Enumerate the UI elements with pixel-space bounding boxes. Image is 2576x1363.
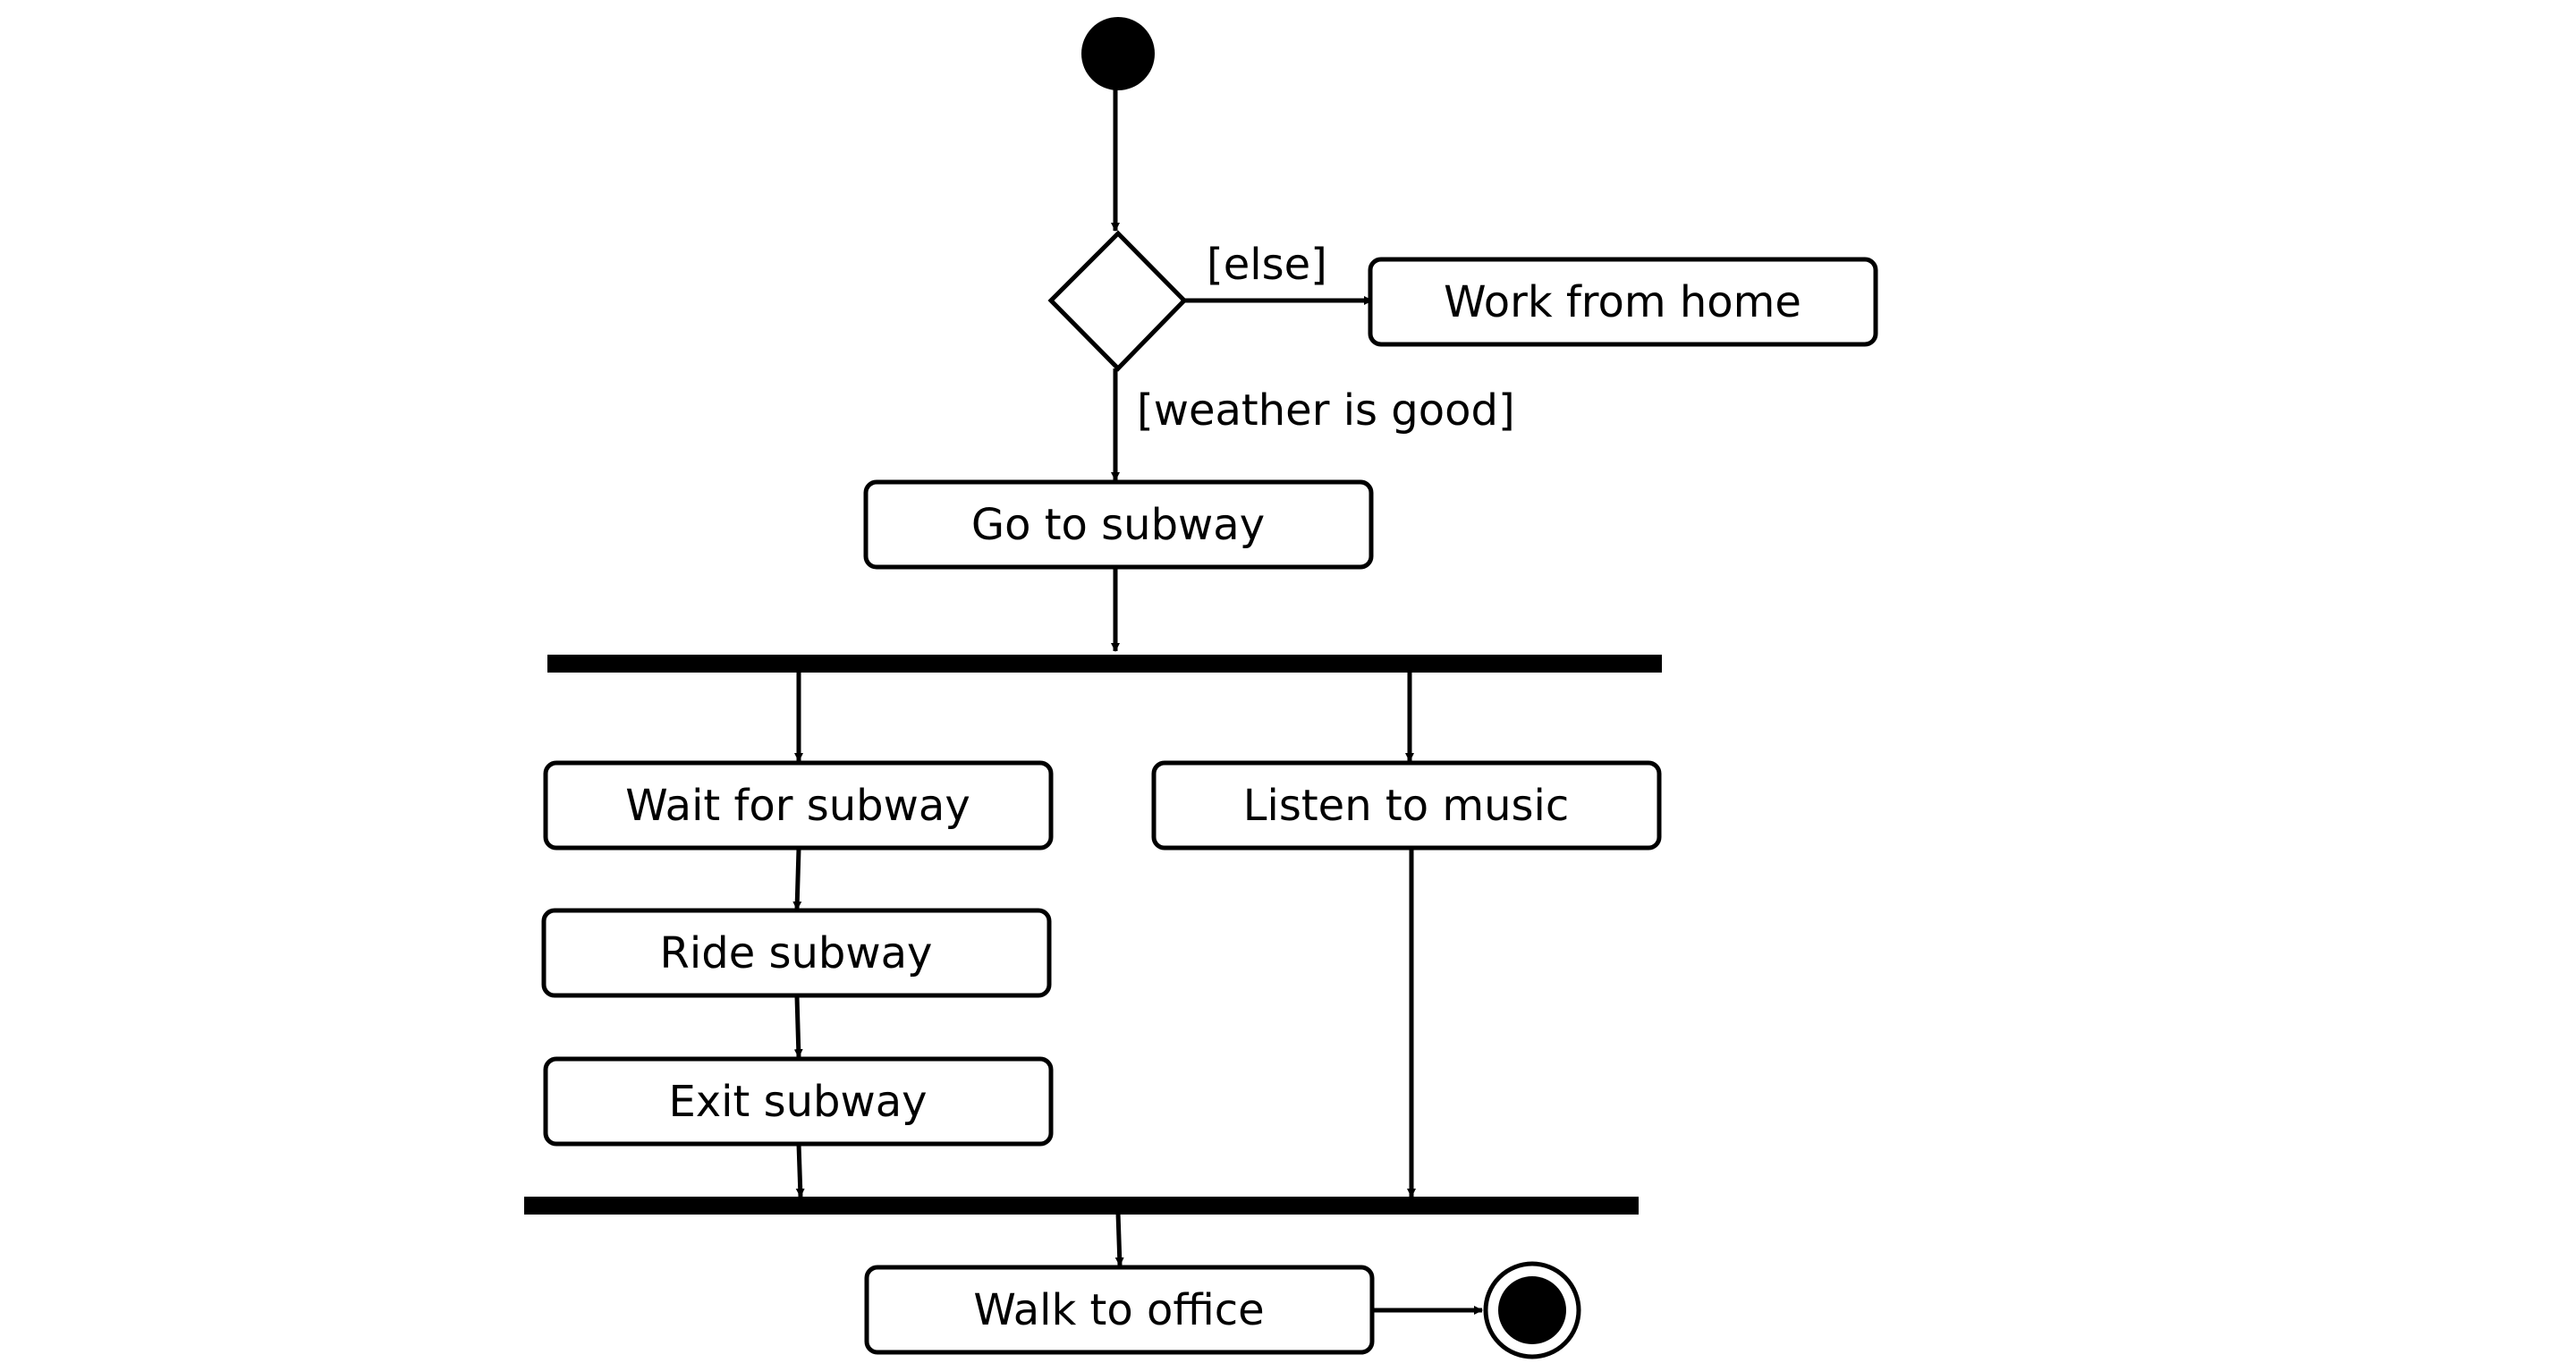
- action-work-from-home: Work from home: [1368, 257, 1878, 347]
- action-label: Exit subway: [668, 1077, 927, 1127]
- action-walk-to-office: Walk to office: [864, 1265, 1375, 1355]
- action-exit-subway: Exit subway: [543, 1056, 1054, 1147]
- action-go-to-subway: Go to subway: [863, 479, 1374, 570]
- action-label: Listen to music: [1243, 781, 1569, 831]
- action-label: Walk to office: [973, 1285, 1264, 1335]
- action-label: Ride subway: [660, 928, 933, 978]
- edge-ride-to-exit: [793, 995, 803, 1058]
- join-bar: [524, 1197, 1639, 1215]
- decision-node: [1047, 230, 1188, 372]
- action-wait-for-subway: Wait for subway: [543, 760, 1054, 851]
- action-label: Go to subway: [971, 500, 1265, 550]
- action-label: Wait for subway: [625, 781, 970, 831]
- final-node: [1483, 1261, 1581, 1359]
- edge-exit-to-join: [795, 1143, 805, 1198]
- action-label: Work from home: [1444, 277, 1801, 327]
- edge-wait-to-ride: [792, 848, 802, 910]
- guard-weather-is-good-label: [weather is good]: [1137, 385, 1515, 436]
- guard-else-label: [else]: [1207, 240, 1327, 290]
- initial-node: [1081, 17, 1155, 90]
- action-ride-subway: Ride subway: [541, 908, 1052, 998]
- edge-join-to-walk: [1114, 1212, 1124, 1266]
- fork-bar: [547, 655, 1662, 673]
- action-listen-to-music: Listen to music: [1151, 760, 1662, 851]
